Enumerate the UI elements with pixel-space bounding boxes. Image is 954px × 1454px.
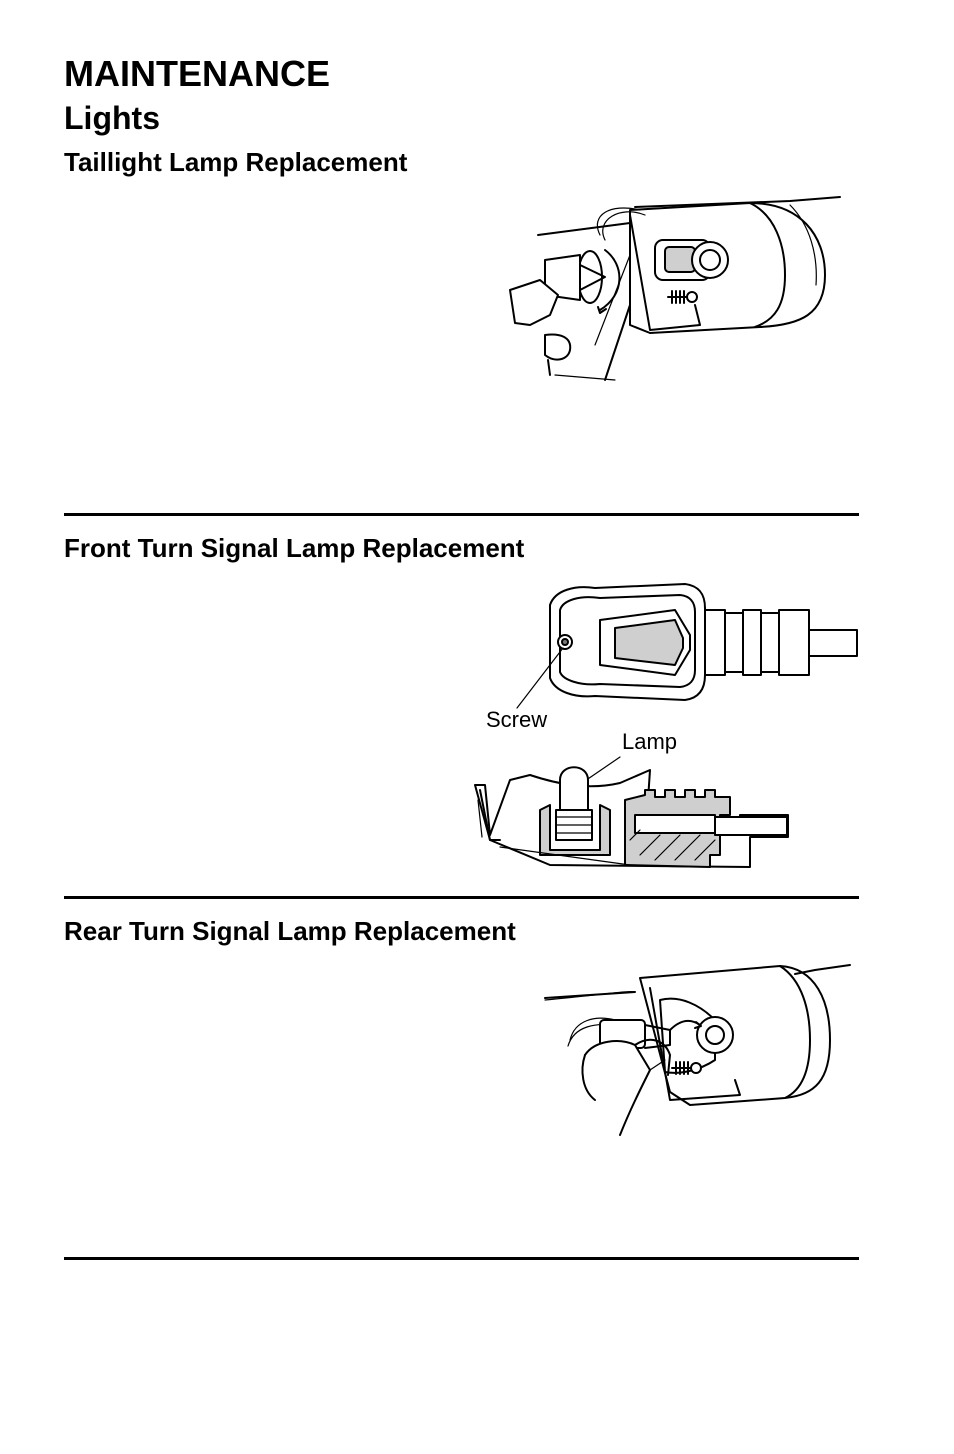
- taillight-heading: Taillight Lamp Replacement: [64, 147, 408, 177]
- section-divider: [64, 513, 859, 516]
- front-turn-signal-cross-section: [474, 756, 789, 868]
- section-divider: [64, 1257, 859, 1260]
- front-turn-signal-top-view: [516, 583, 858, 709]
- screw-label: Screw: [486, 707, 548, 732]
- page-section-title: MAINTENANCE: [64, 53, 330, 94]
- lamp-label: Lamp: [622, 729, 678, 754]
- rear-turn-signal-illustration: [544, 964, 851, 1136]
- taillight-illustration: [509, 196, 841, 381]
- page-subsection-title: Lights: [64, 100, 160, 136]
- section-divider: [64, 896, 859, 899]
- front-turn-signal-heading: Front Turn Signal Lamp Replacement: [64, 533, 525, 563]
- rear-turn-signal-heading: Rear Turn Signal Lamp Replacement: [64, 916, 516, 946]
